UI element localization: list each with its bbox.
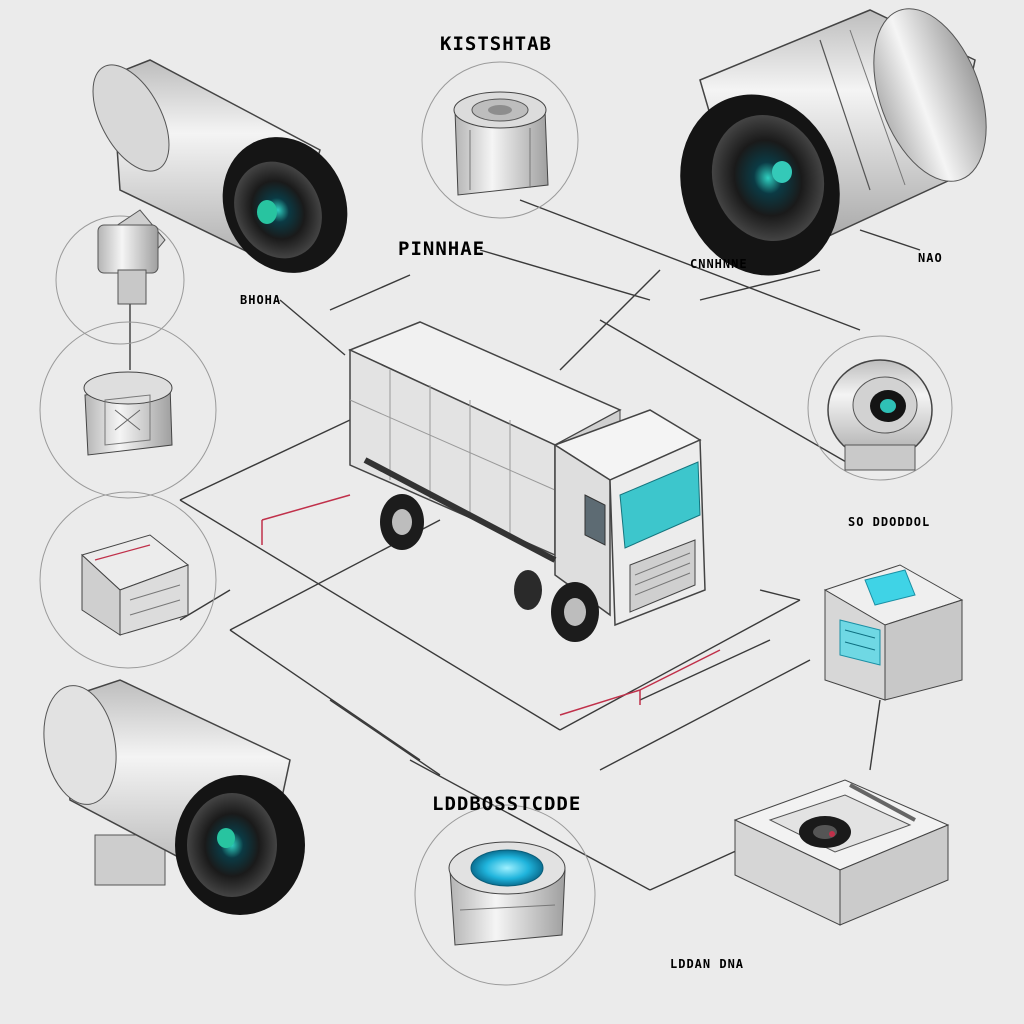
label-right-far: NAO bbox=[918, 251, 943, 265]
bullet-camera-icon bbox=[680, 8, 987, 276]
lens-sensor-icon bbox=[448, 841, 566, 946]
label-left-cam: BHOHA bbox=[240, 293, 281, 307]
label-truck: PINNHAE bbox=[398, 238, 485, 260]
bullet-camera-icon bbox=[43, 679, 305, 915]
guide-circles bbox=[39, 61, 953, 986]
camera-plate-icon bbox=[733, 779, 950, 926]
bullet-camera-icon bbox=[92, 59, 348, 305]
label-bottom-center: LDDBOSSTCDDE bbox=[432, 793, 581, 815]
dome-camera-icon bbox=[827, 359, 933, 471]
control-box-icon bbox=[823, 564, 964, 701]
truck-icon bbox=[348, 321, 706, 642]
label-top: KISTSHTAB bbox=[440, 33, 552, 55]
label-right-cam: CNNHNNE bbox=[690, 257, 748, 271]
label-bottom-note: LDDAN DNA bbox=[670, 957, 744, 971]
accent-red-lines bbox=[261, 494, 721, 716]
sensor-module-icon bbox=[83, 371, 173, 456]
sensor-module-icon bbox=[453, 91, 549, 196]
sensor-module-icon bbox=[81, 534, 190, 636]
label-dome-right: SO DDODDOL bbox=[848, 515, 930, 529]
